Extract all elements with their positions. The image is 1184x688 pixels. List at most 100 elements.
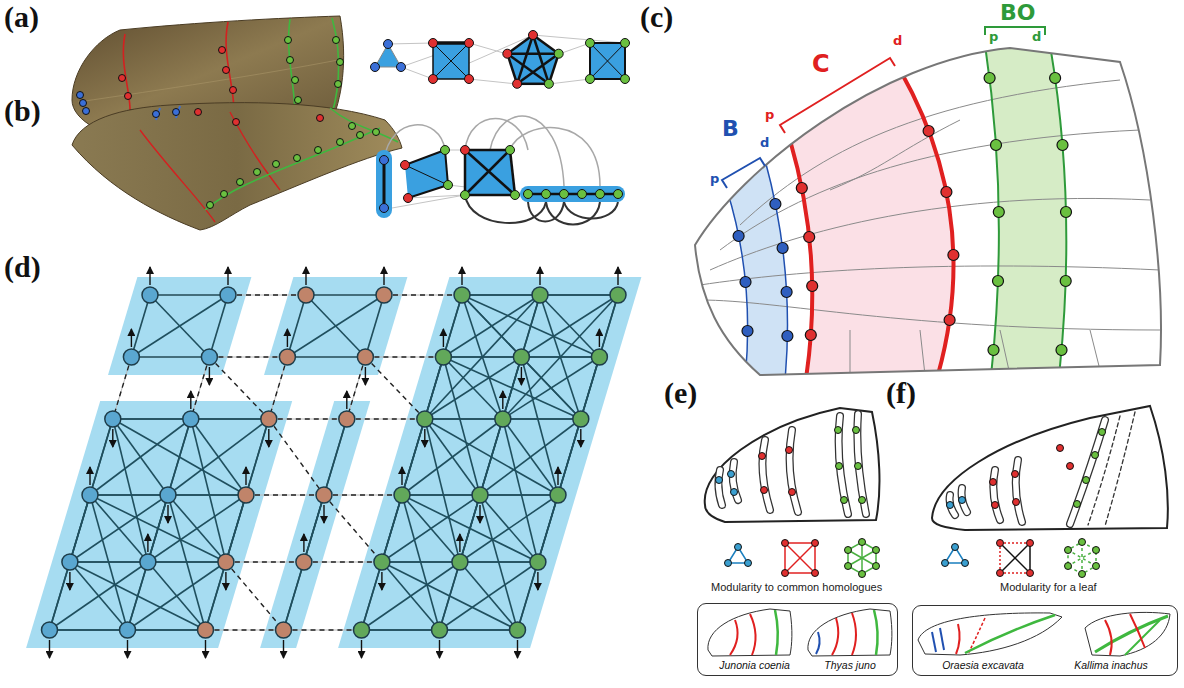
band-end-letter: p (989, 30, 998, 43)
wing-leaf (918, 406, 1170, 656)
lattice-line (284, 630, 362, 631)
weak-interaction (226, 561, 304, 562)
element-node (510, 622, 526, 638)
weak-interaction (324, 495, 382, 562)
lattice-line (324, 495, 402, 496)
lattice-line (287, 357, 365, 358)
lattice-line (191, 419, 269, 420)
band-name: C (812, 52, 830, 76)
lattice-line (226, 562, 304, 563)
weak-interaction (347, 418, 425, 419)
module-interaction (480, 494, 558, 496)
weak-interaction (206, 629, 284, 630)
module-interaction (503, 418, 581, 420)
panel-label: (c) (640, 2, 673, 32)
signal-arrow (424, 429, 425, 447)
lattice-line (148, 562, 226, 563)
module-interaction (518, 562, 538, 630)
element-node (550, 487, 566, 503)
lattice-line (206, 562, 226, 630)
module-interaction (128, 629, 206, 631)
module-interaction (362, 562, 460, 630)
module-interaction (70, 562, 206, 630)
weak-interaction (365, 357, 424, 419)
element-node (354, 622, 370, 638)
module-interaction (128, 562, 148, 630)
module-interaction (440, 562, 460, 630)
species-name: Thyas juno (824, 659, 875, 672)
signal-arrow (149, 267, 150, 285)
module-interaction (209, 295, 228, 357)
element-node (261, 411, 277, 427)
weak-interaction (347, 357, 366, 419)
signal-arrow (305, 267, 306, 285)
element-node (198, 622, 214, 638)
element-node (62, 554, 78, 570)
signal-arrow (361, 640, 362, 658)
signal-arrow (346, 391, 347, 409)
element-node (530, 554, 546, 570)
network-b (376, 116, 625, 224)
band-end-letter: d (760, 136, 769, 149)
signal-arrow (365, 367, 366, 385)
signal-arrow (323, 505, 324, 523)
lattice-line (306, 295, 384, 296)
module-interaction (128, 562, 226, 630)
module-interaction (70, 495, 168, 562)
band-end-letter: d (1032, 30, 1041, 43)
module-region (26, 401, 292, 648)
network-a (371, 31, 630, 89)
element-node (513, 349, 529, 365)
element-node (417, 411, 433, 427)
module-interaction (284, 562, 304, 630)
module-interaction (150, 294, 228, 296)
signal-arrow (443, 329, 444, 347)
signal-arrow (147, 534, 148, 552)
lattice-line (440, 562, 460, 630)
module-interaction (306, 294, 384, 296)
module-interaction (365, 295, 384, 357)
lattice-line (347, 357, 366, 419)
lattice-line (150, 295, 228, 296)
lattice-line (269, 419, 347, 420)
module-interaction (521, 356, 599, 358)
element-node (472, 487, 488, 503)
weak-interaction (384, 294, 462, 295)
element-node (42, 622, 58, 638)
species-name: Junonia coenia (719, 659, 790, 672)
weak-interaction (209, 356, 287, 357)
signal-arrow (599, 329, 600, 347)
band-name: BO (1000, 2, 1035, 24)
signal-arrow (245, 467, 246, 485)
signal-arrow (227, 267, 228, 285)
element-node (374, 554, 390, 570)
element-node (298, 287, 314, 303)
lattice-line (191, 357, 210, 419)
signal-arrow (167, 505, 168, 523)
module-region (260, 401, 370, 648)
lattice-line (206, 630, 284, 631)
species-box: Oraesia excavataKallima inachus (912, 605, 1178, 676)
signal-arrow (287, 329, 288, 347)
module-interaction (382, 495, 480, 562)
signal-arrow (401, 467, 402, 485)
signal-arrow (459, 534, 460, 552)
module-interaction (287, 356, 365, 358)
element-node (238, 487, 254, 503)
band-end-letter: p (765, 108, 774, 121)
module-interaction (440, 562, 538, 630)
module-interaction (521, 357, 558, 495)
weak-interaction (209, 357, 268, 419)
signal-arrow (49, 640, 50, 658)
panel-label: (e) (664, 378, 697, 408)
lattice-line (168, 495, 246, 496)
module-interaction (382, 562, 518, 630)
module-interaction (362, 562, 382, 630)
lattice-line (362, 562, 382, 630)
element-node (82, 487, 98, 503)
weak-interaction (365, 356, 443, 357)
element-node (296, 554, 312, 570)
module-interaction (148, 495, 246, 562)
element-node (435, 349, 451, 365)
